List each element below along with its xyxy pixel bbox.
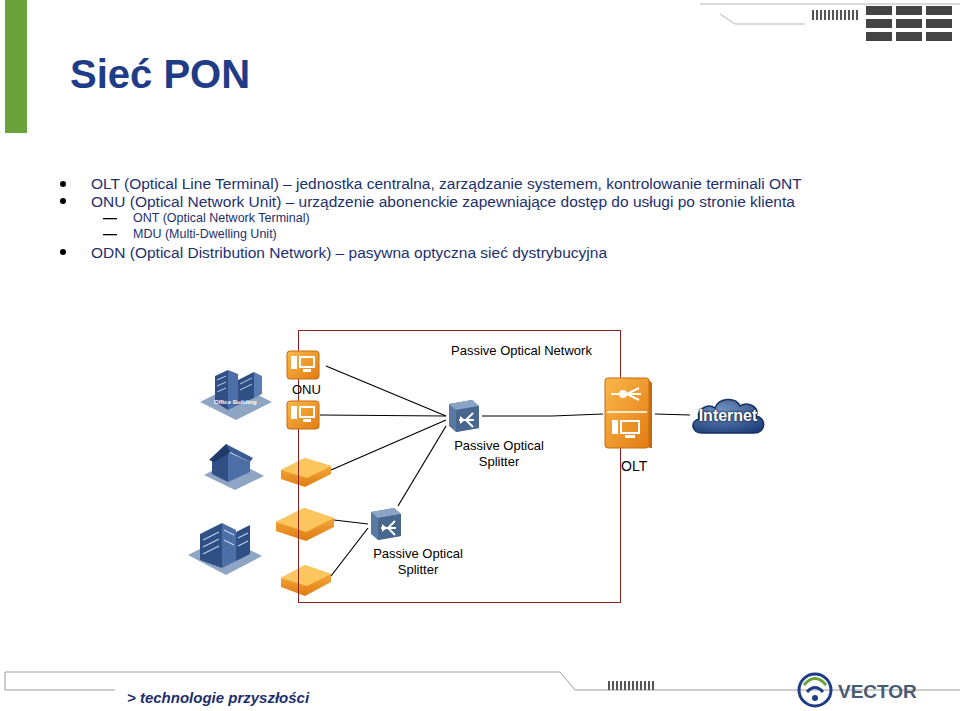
bullet-text: ONU (Optical Network Unit) – urządzenie … (91, 192, 795, 211)
device-icon (446, 398, 482, 434)
device-icon (603, 376, 653, 450)
icon (446, 398, 482, 434)
device-icon (368, 506, 404, 542)
splitter-device: Passive Optical Splitter (368, 506, 468, 578)
office-building-icon (200, 370, 272, 420)
region-label: Passive Optical Network (451, 343, 592, 359)
network-region: Passive Optical NetworkPassive Optical S… (298, 330, 621, 603)
icon-caption: Office Building (214, 399, 257, 406)
house-icon (204, 444, 264, 490)
device-label: ONU (292, 382, 326, 398)
icon (286, 350, 320, 380)
fiber-connector (552, 414, 603, 416)
icon (286, 400, 320, 430)
olt-device: OLT (603, 376, 655, 474)
bullet-marks (60, 181, 117, 255)
internet-cloud: Internet (688, 393, 768, 441)
side-bar (5, 0, 27, 133)
device-icon (286, 350, 320, 380)
header-decoration (700, 4, 960, 41)
device-label: Passive Optical Splitter (446, 438, 552, 470)
bullet-text: OLT (Optical Line Terminal) – jednostka … (91, 174, 802, 193)
onu-device: ONU (286, 350, 326, 430)
fiber-line (331, 420, 446, 470)
footer-slogan: > technologie przyszłości (127, 689, 309, 707)
fiber-line (334, 520, 368, 524)
logo-text: VECTOR (838, 680, 917, 703)
sub-item-text: ONT (Optical Network Terminal) (133, 211, 310, 226)
fiber-line (331, 528, 368, 576)
device-icon (286, 400, 320, 430)
cloud-label: Internet (688, 393, 768, 439)
fiber-line (482, 415, 552, 416)
icon (368, 506, 404, 542)
bullet-text: ODN (Optical Distribution Network) – pas… (91, 243, 607, 262)
footer-decoration (5, 672, 960, 706)
modem-icon (281, 458, 331, 487)
apartment-block-icon (188, 523, 262, 575)
icon (603, 376, 653, 450)
fiber-connector (326, 366, 446, 416)
device-label: OLT (603, 458, 655, 474)
fiber-connector (655, 414, 690, 415)
modem-icon (276, 508, 334, 541)
splitter-device: Passive Optical Splitter (446, 398, 552, 470)
sub-item-text: MDU (Multi-Dwelling Unit) (133, 227, 277, 242)
page-title: Sieć PON (70, 50, 250, 98)
modem-icon (281, 565, 331, 596)
fiber-line (320, 415, 446, 416)
device-label: Passive Optical Splitter (368, 546, 468, 578)
